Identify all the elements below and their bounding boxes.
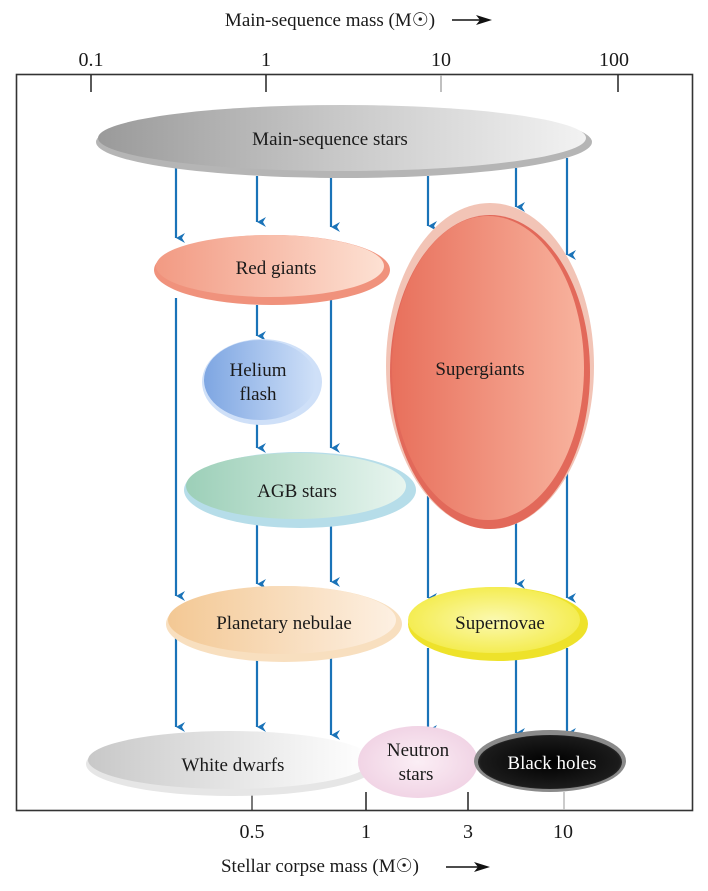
node-label: stars xyxy=(399,764,434,785)
node-neutron-stars: Neutron stars xyxy=(358,726,478,798)
node-label: Planetary nebulae xyxy=(216,613,352,634)
top-axis-title: Main-sequence mass (M☉) xyxy=(225,10,435,31)
bottom-axis-title: Stellar corpse mass (M☉) xyxy=(221,856,419,877)
diagram-frame xyxy=(15,73,694,812)
node-label: Neutron xyxy=(387,740,450,761)
top-tick-label: 1 xyxy=(261,49,271,71)
top-axis-arrow-icon xyxy=(452,15,492,25)
node-label: AGB stars xyxy=(257,481,337,502)
node-black-holes: Black holes xyxy=(474,730,626,792)
node-label: Main-sequence stars xyxy=(252,129,408,150)
bottom-axis-arrow-icon xyxy=(446,862,490,872)
node-main-sequence-stars: Main-sequence stars xyxy=(96,105,592,178)
node-label: Helium xyxy=(230,360,287,381)
node-label: flash xyxy=(240,384,277,405)
node-red-giants: Red giants xyxy=(154,235,390,305)
node-label: Supernovae xyxy=(455,613,545,634)
node-label: Black holes xyxy=(507,753,596,774)
node-label: Supergiants xyxy=(435,359,524,380)
flow-arrows xyxy=(174,158,576,740)
node-label: Red giants xyxy=(236,258,317,279)
bottom-tick-label: 10 xyxy=(553,821,573,843)
node-white-dwarfs: White dwarfs xyxy=(86,731,378,796)
top-tick-label: 100 xyxy=(599,49,629,71)
node-planetary-nebulae: Planetary nebulae xyxy=(166,586,402,662)
node-supernovae: Supernovae xyxy=(408,587,588,661)
top-tick-label: 0.1 xyxy=(79,49,104,71)
node-agb-stars: AGB stars xyxy=(184,452,416,528)
bottom-tick-label: 3 xyxy=(463,821,473,843)
node-helium-flash: Helium flash xyxy=(202,339,322,425)
bottom-tick-label: 0.5 xyxy=(240,821,265,843)
node-label: White dwarfs xyxy=(182,755,285,776)
bottom-tick-label: 1 xyxy=(361,821,371,843)
node-supergiants: Supergiants xyxy=(386,203,594,529)
top-tick-label: 10 xyxy=(431,49,451,71)
